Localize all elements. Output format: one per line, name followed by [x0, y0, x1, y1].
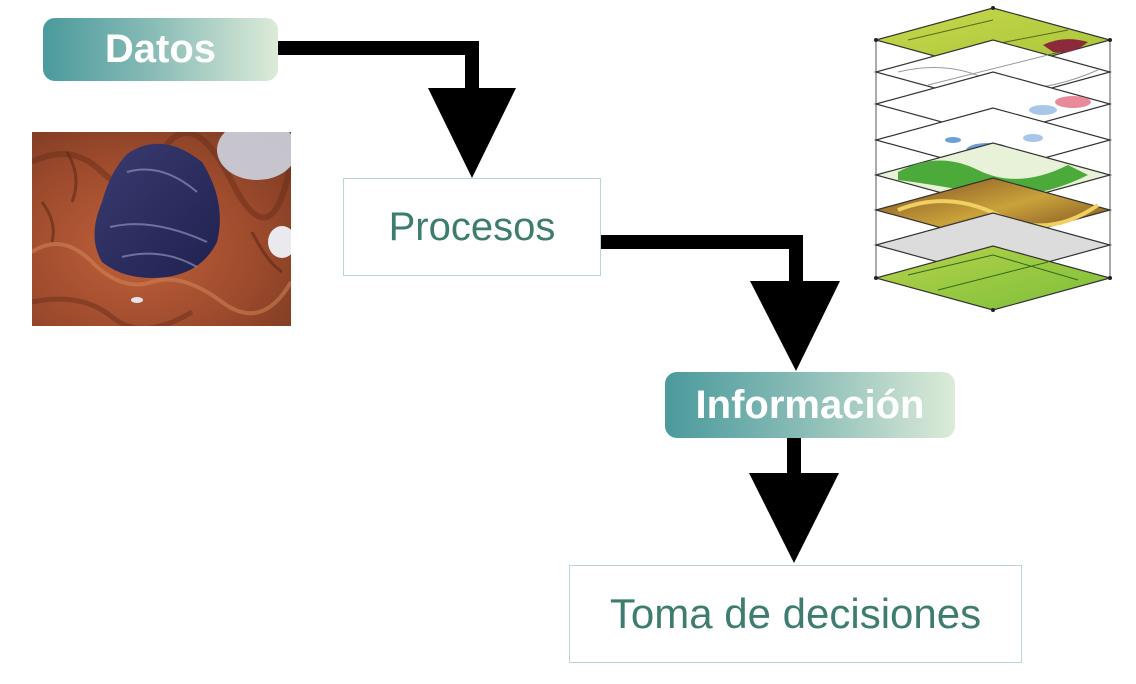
node-informacion: Información — [665, 372, 955, 438]
node-datos: Datos — [43, 18, 278, 81]
gis-layers-image — [873, 6, 1113, 312]
node-toma-de-decisiones: Toma de decisiones — [569, 565, 1022, 663]
satellite-lake-image — [32, 132, 291, 326]
node-procesos: Procesos — [343, 178, 601, 276]
arrow-informacion-to-toma — [749, 438, 839, 563]
arrow-datos-to-procesos — [278, 41, 516, 178]
arrow-procesos-to-informacion — [599, 235, 840, 371]
